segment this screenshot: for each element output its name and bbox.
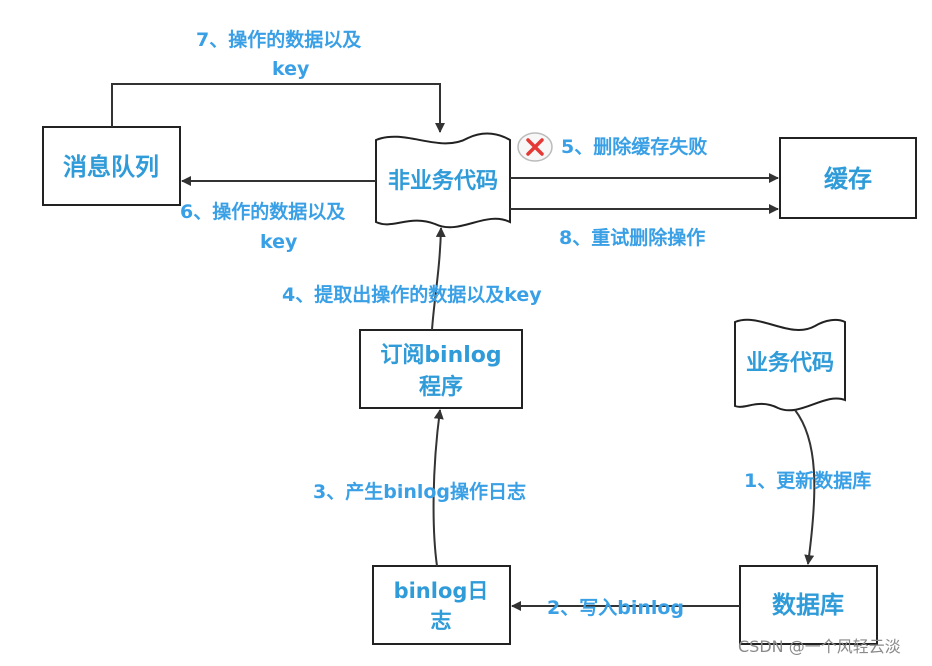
step4-label: 4、提取出操作的数据以及key <box>282 283 542 306</box>
subscribe-binlog-node: 订阅binlog 程序 <box>359 329 523 409</box>
step2-label: 2、写入binlog <box>547 597 684 619</box>
database-node: 数据库 <box>739 565 878 645</box>
binlog-log-label-line2: 志 <box>431 609 452 633</box>
non-business-code-node: 非业务代码 <box>375 132 511 229</box>
csdn-watermark: CSDN @一个风轻云淡 <box>738 637 901 656</box>
message-queue-label: 消息队列 <box>63 153 159 181</box>
step7-label-line1: 7、操作的数据以及 <box>196 28 362 51</box>
arrow-step7 <box>111 83 445 133</box>
step3-label: 3、产生binlog操作日志 <box>313 480 526 503</box>
message-queue-node: 消息队列 <box>42 126 181 206</box>
binlog-log-node: binlog日 志 <box>372 565 511 645</box>
business-code-node: 业务代码 <box>734 318 846 412</box>
subscribe-binlog-label-line2: 程序 <box>419 374 463 400</box>
binlog-log-label-line1: binlog日 <box>394 579 489 603</box>
red-x-icon <box>517 132 553 162</box>
step6-label-line2: key <box>260 231 298 253</box>
step1-label: 1、更新数据库 <box>744 469 871 492</box>
arrow-step4 <box>431 227 446 331</box>
arrow-step3 <box>432 409 444 567</box>
arrow-step1 <box>794 409 816 565</box>
cache-label: 缓存 <box>824 165 872 193</box>
subscribe-binlog-label-line1: 订阅binlog <box>380 343 501 368</box>
cache-node: 缓存 <box>779 137 917 219</box>
business-code-label: 业务代码 <box>746 351 834 376</box>
step7-label-line2: key <box>272 58 310 80</box>
database-label: 数据库 <box>772 591 844 619</box>
non-business-code-label: 非业务代码 <box>388 169 498 194</box>
step6-label-line1: 6、操作的数据以及 <box>180 200 346 223</box>
step5-label: 5、删除缓存失败 <box>561 135 707 158</box>
step8-label: 8、重试删除操作 <box>559 226 705 249</box>
